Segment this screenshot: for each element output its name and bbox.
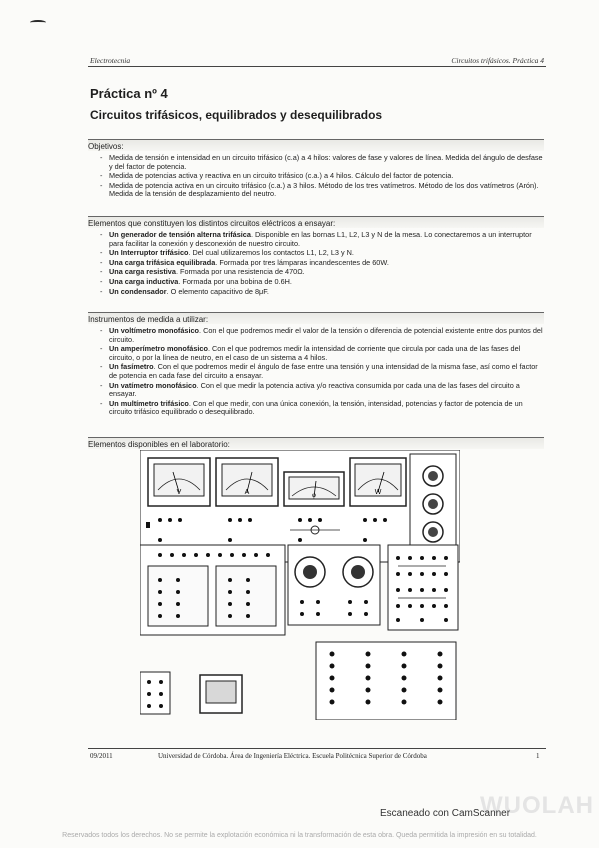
list-item: Un Interruptor trifásico. Del cual utili… (100, 248, 544, 258)
header-rule (88, 66, 546, 67)
list-item: Una carga resistiva. Formada por una res… (100, 268, 544, 277)
pen-mark (30, 20, 46, 25)
objetivos-list: Medida de tensión e intensidad en un cir… (100, 153, 544, 200)
lower-panels (140, 544, 459, 636)
laboratory-equipment-figure: V A φ W (140, 450, 460, 720)
list-item: Un vatímetro monofásico. Con el que medi… (100, 381, 544, 399)
meter-label-ammeter: A (245, 489, 250, 496)
list-item: Medida de potencia activa en un circuito… (100, 181, 544, 199)
header-practice: Circuitos trifásicos. Práctica 4 (451, 56, 544, 65)
page-subtitle: Circuitos trifásicos, equilibrados y des… (90, 108, 383, 122)
list-item: Un amperímetro monofásico. Con el que po… (100, 344, 544, 362)
objetivos-heading: Objetivos: (88, 139, 544, 151)
instrumentos-heading: Instrumentos de medida a utilizar: (88, 312, 544, 324)
elementos-list: Un generador de tensión alterna trifásic… (100, 230, 544, 297)
rights-notice: Reservados todos los derechos. No se per… (62, 832, 537, 839)
list-item: Un multímetro trifásico. Con el que medi… (100, 399, 544, 417)
list-item: Un voltímetro monofásico. Con el que pod… (100, 326, 544, 344)
scanner-caption: Escaneado con CamScanner (380, 808, 511, 819)
list-item: Una carga inductiva. Formada por una bob… (100, 277, 544, 287)
laboratorio-heading: Elementos disponibles en el laboratorio: (88, 437, 544, 449)
list-item: Un condensador. O elemento capacitivo de… (100, 287, 544, 297)
page-title: Práctica nº 4 (90, 86, 168, 101)
footer-rule (88, 748, 546, 749)
bottom-panels (140, 641, 457, 720)
meter-label-voltmeter: V (177, 489, 182, 496)
wuolah-watermark: WUOLAH (480, 792, 594, 819)
list-item: Un fasímetro. Con el que podremos medir … (100, 363, 544, 380)
list-item: Un generador de tensión alterna trifásic… (100, 230, 544, 248)
footer-date: 09/2011 (90, 752, 113, 760)
instrumentos-list: Un voltímetro monofásico. Con el que pod… (100, 326, 544, 418)
meter-panels: V A φ W (140, 450, 460, 563)
footer-university: Universidad de Córdoba. Área de Ingenier… (158, 752, 427, 760)
meter-label-wattmeter: W (375, 489, 382, 496)
list-item: Medida de potencias activa y reactiva en… (100, 171, 544, 181)
list-item: Medida de tensión e intensidad en un cir… (100, 153, 544, 171)
list-item: Una carga trifásica equilibrada. Formada… (100, 258, 544, 268)
page-number: 1 (536, 752, 540, 760)
elementos-heading: Elementos que constituyen los distintos … (88, 216, 544, 228)
header-subject: Electrotecnia (90, 56, 131, 65)
meter-label-phasemeter: φ (312, 493, 316, 499)
